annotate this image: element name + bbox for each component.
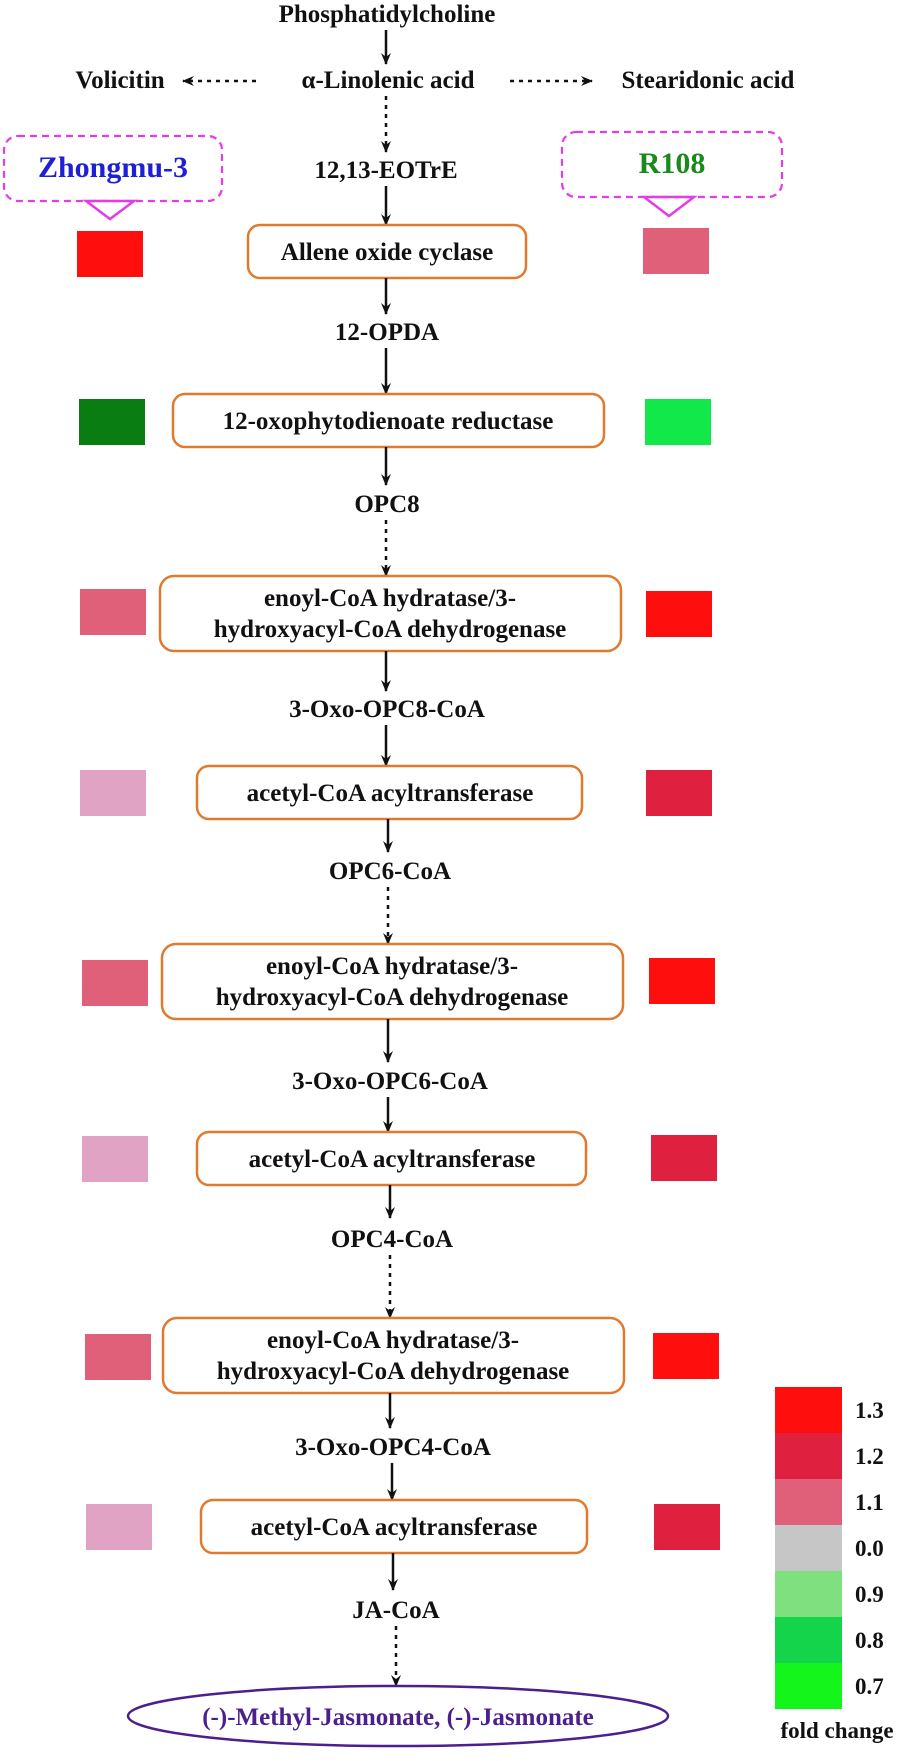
- enzyme-label: acetyl-CoA acyltransferase: [247, 780, 534, 807]
- metabolite-label: 12,13-EOTrE: [314, 157, 457, 184]
- variety-label-left: Zhongmu-3: [38, 151, 188, 184]
- legend-swatch: [775, 1387, 842, 1433]
- enzyme-label-line2: hydroxyacyl-CoA dehydrogenase: [217, 1358, 570, 1385]
- metabolite-label: 3-Oxo-OPC8-CoA: [289, 696, 485, 723]
- metabolite-label: OPC6-CoA: [329, 858, 451, 885]
- heatmap-cell-right: [646, 770, 712, 816]
- enzyme-box: [195, 764, 584, 821]
- metabolite-label: 12-OPDA: [335, 319, 439, 346]
- legend-value-label: 1.2: [855, 1444, 884, 1469]
- heatmap-cell-right: [654, 1504, 720, 1550]
- heatmap-cell-right: [649, 958, 715, 1004]
- heatmap-cell-left: [80, 770, 146, 816]
- heatmap-cell-right: [646, 591, 712, 637]
- legend-swatch: [775, 1433, 842, 1479]
- volicitin-label: Volicitin: [75, 67, 164, 94]
- heatmap-cell-right: [651, 1135, 717, 1181]
- enzyme-box: [160, 942, 625, 1021]
- enzyme-label: enoyl-CoA hydratase/3-: [264, 585, 516, 612]
- enzyme-label: enoyl-CoA hydratase/3-: [267, 1327, 519, 1354]
- heatmap-cell-left: [77, 231, 143, 277]
- legend-swatch: [775, 1571, 842, 1617]
- enzyme-label-line2: hydroxyacyl-CoA dehydrogenase: [214, 616, 567, 643]
- heatmap-cell-right: [653, 1333, 719, 1379]
- enzyme-label: acetyl-CoA acyltransferase: [251, 1514, 538, 1541]
- heatmap-cell-left: [86, 1504, 152, 1550]
- heatmap-cell-right: [643, 228, 709, 274]
- legend-value-label: 0.0: [855, 1536, 884, 1561]
- enzyme-label: acetyl-CoA acyltransferase: [249, 1146, 536, 1173]
- legend-value-label: 0.8: [855, 1628, 884, 1653]
- heatmap-cell-left: [79, 399, 145, 445]
- enzyme-label: enoyl-CoA hydratase/3-: [266, 953, 518, 980]
- legend-swatch: [775, 1479, 842, 1525]
- stearidonic-acid-label: Stearidonic acid: [622, 67, 795, 94]
- enzyme-label: Allene oxide cyclase: [281, 239, 493, 266]
- variety-left-pointer: [82, 199, 138, 221]
- metabolite-label: OPC4-CoA: [331, 1226, 453, 1253]
- enzyme-box: [171, 392, 606, 449]
- heatmap-cell-left: [85, 1334, 151, 1380]
- enzyme-box: [158, 574, 623, 653]
- legend-value-label: 0.9: [855, 1582, 884, 1607]
- variety-label-right: R108: [639, 147, 706, 180]
- phosphatidylcholine-label: Phosphatidylcholine: [279, 1, 496, 28]
- metabolite-label: 3-Oxo-OPC6-CoA: [292, 1068, 488, 1095]
- product-ellipse: [126, 1684, 670, 1748]
- legend-swatch: [775, 1525, 842, 1571]
- metabolite-label: 3-Oxo-OPC4-CoA: [295, 1434, 491, 1461]
- variety-box-right: [560, 130, 784, 199]
- heatmap-cell-left: [82, 960, 148, 1006]
- legend-swatch: [775, 1617, 842, 1663]
- product-label: (-)-Methyl-Jasmonate, (-)-Jasmonate: [202, 1704, 594, 1731]
- legend-value-label: 1.1: [855, 1490, 884, 1515]
- legend-title: fold change: [780, 1718, 893, 1743]
- legend-value-label: 1.3: [855, 1398, 884, 1423]
- enzyme-label-line2: hydroxyacyl-CoA dehydrogenase: [216, 984, 569, 1011]
- metabolite-label: JA-CoA: [352, 1597, 440, 1624]
- variety-right-pointer: [640, 195, 698, 218]
- heatmap-cell-right: [645, 399, 711, 445]
- enzyme-label: 12-oxophytodienoate reductase: [223, 408, 554, 435]
- heatmap-cell-left: [80, 589, 146, 635]
- metabolite-label: OPC8: [354, 491, 419, 518]
- legend-value-label: 0.7: [855, 1674, 884, 1699]
- enzyme-box: [161, 1316, 626, 1395]
- heatmap-cell-left: [82, 1136, 148, 1182]
- alpha-linolenic-acid-label: α-Linolenic acid: [302, 67, 475, 94]
- legend-swatch: [775, 1663, 842, 1709]
- enzyme-box: [195, 1130, 588, 1187]
